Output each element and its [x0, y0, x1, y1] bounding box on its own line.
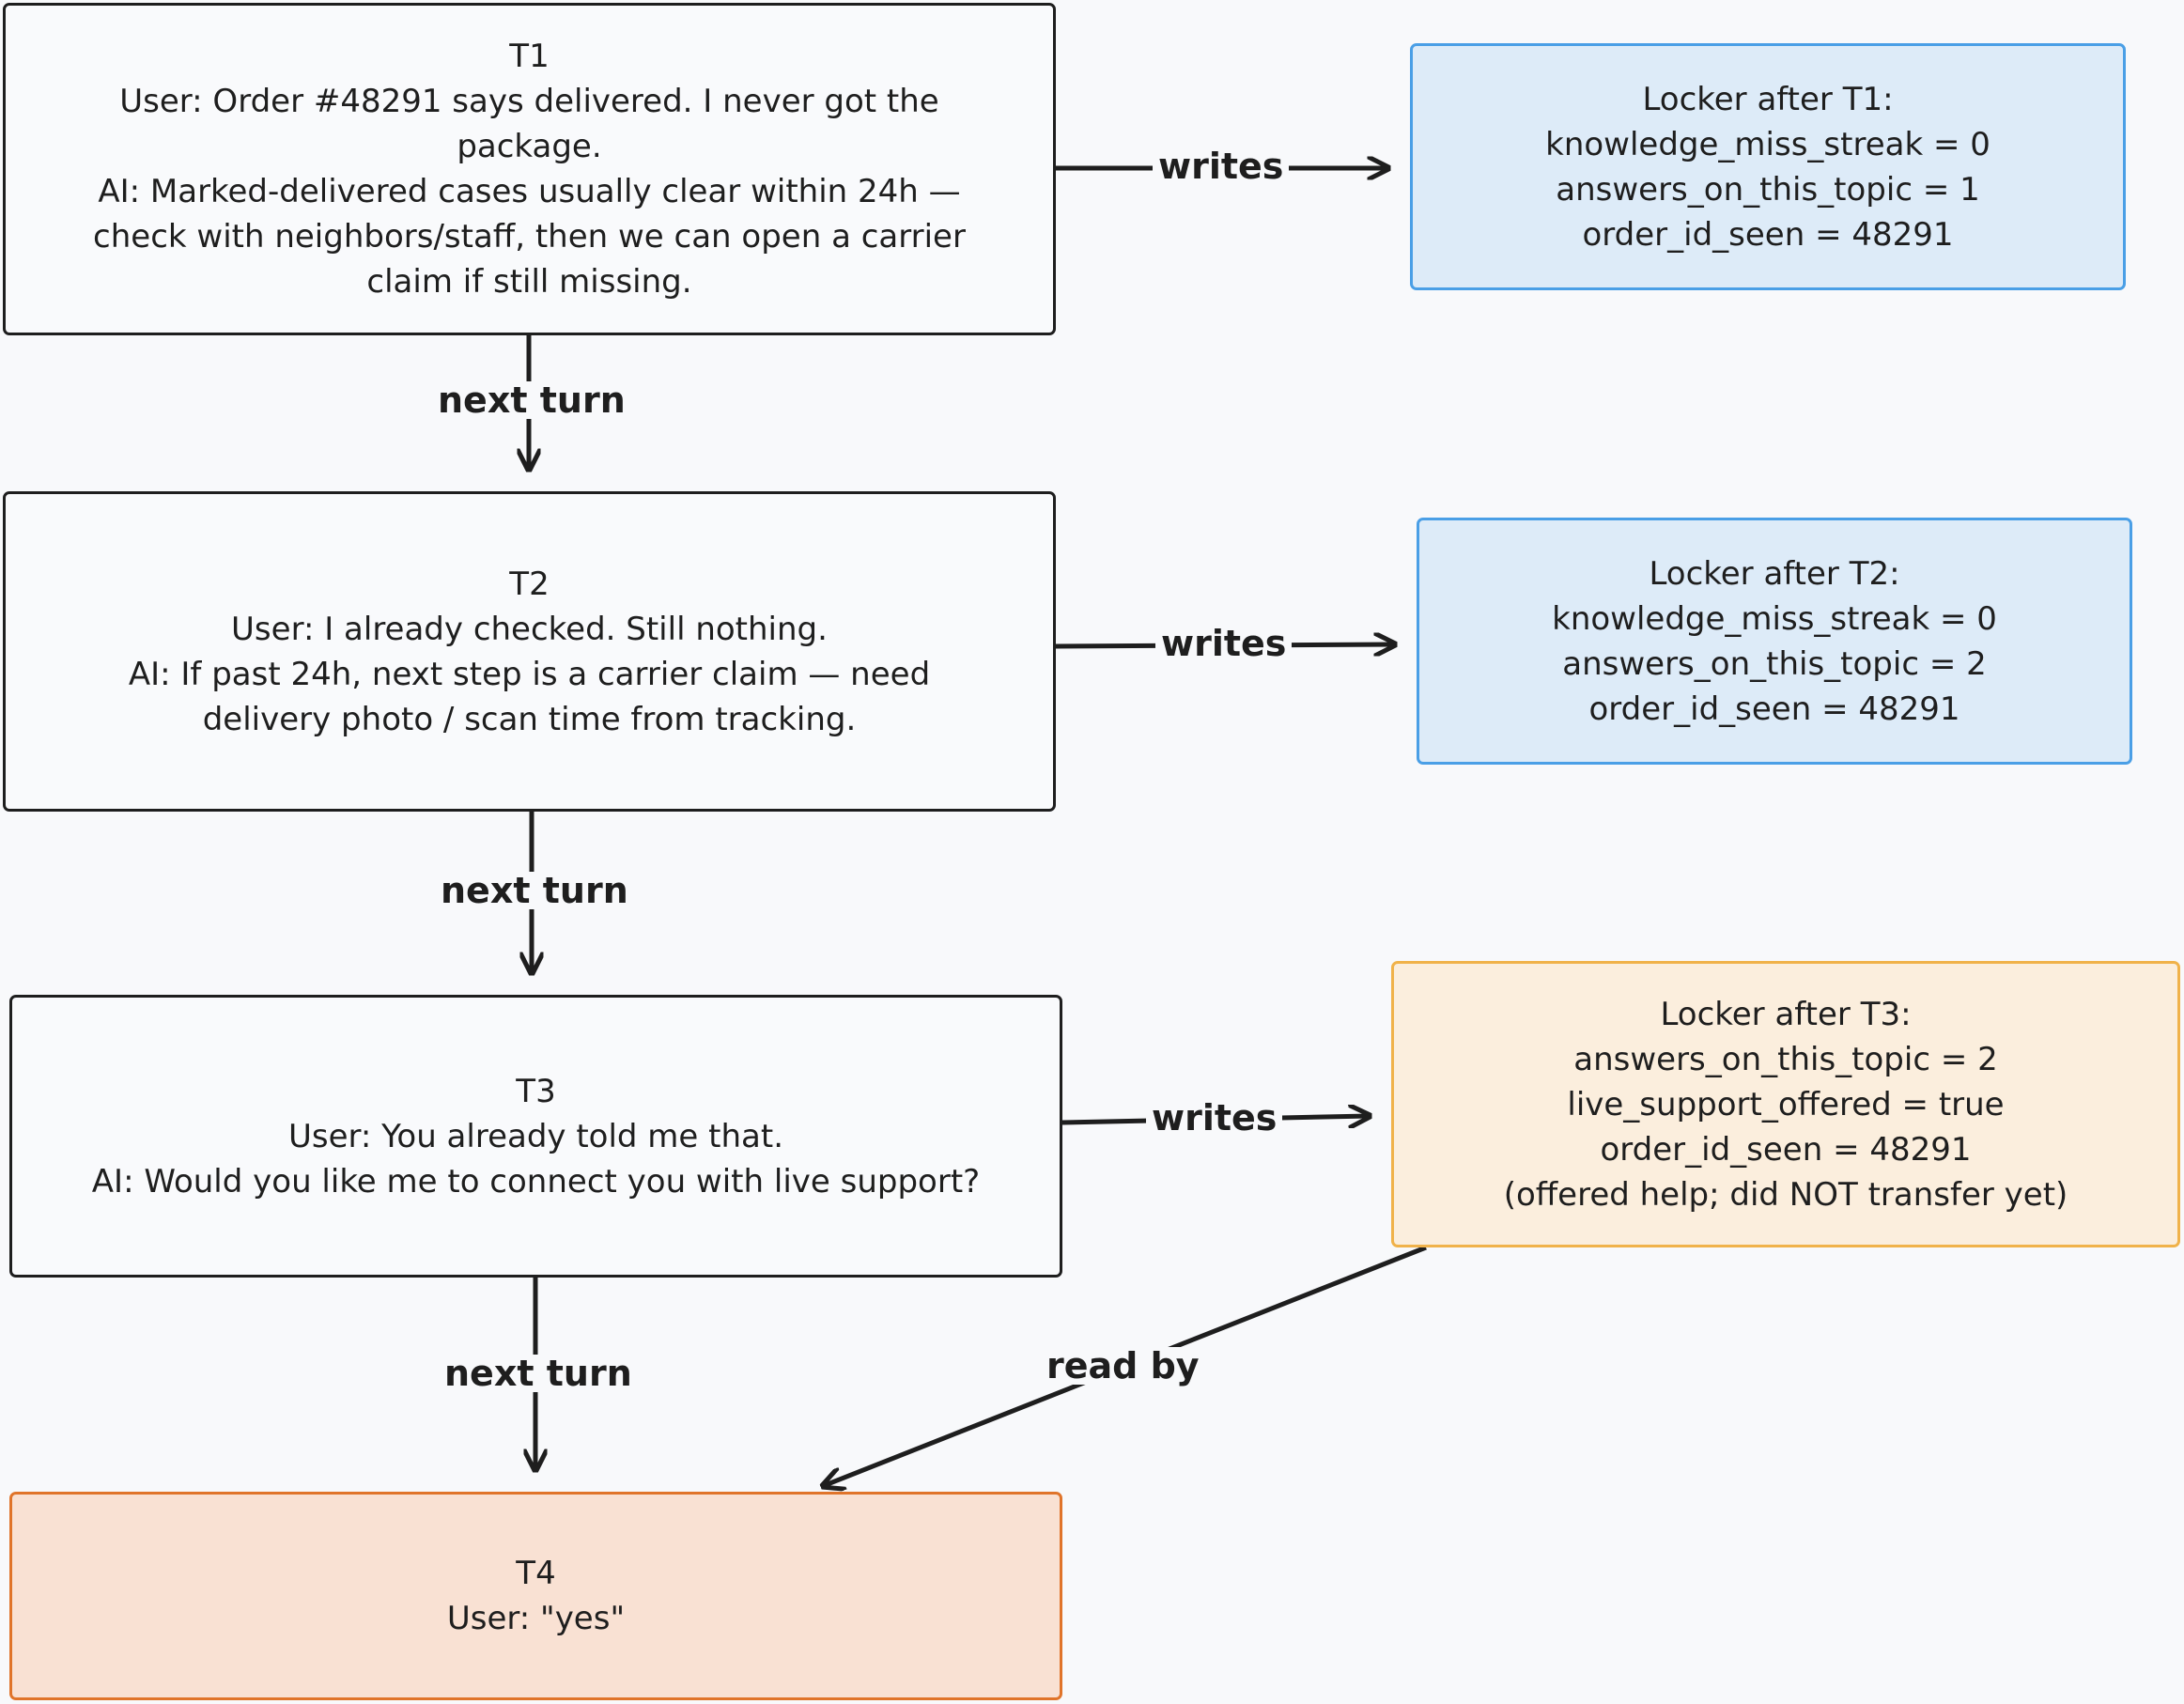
locker-t2-line-2: knowledge_miss_streak = 0 — [1552, 599, 1997, 638]
locker-t2-line-3: answers_on_this_topic = 2 — [1562, 644, 1987, 683]
turn-t1-line-3: package. — [457, 128, 602, 165]
next-turn-label-3: next turn — [439, 1355, 638, 1392]
locker-t2-line-1: Locker after T2: — [1649, 554, 1900, 593]
locker-t3-line-3: live_support_offered = true — [1567, 1085, 2005, 1123]
turn-t1-line-1: T1 — [509, 38, 550, 75]
turn-t2-line-4: delivery photo / scan time from tracking… — [202, 700, 857, 738]
read-by-label: read by — [1041, 1347, 1205, 1385]
next-turn-label-1: next turn — [432, 381, 631, 419]
turn-t3-line-2: User: You already told me that. — [287, 1117, 784, 1155]
locker-t1-line-3: answers_on_this_topic = 1 — [1556, 170, 1980, 209]
locker-box-t1: Locker after T1: knowledge_miss_streak =… — [1410, 43, 2126, 290]
locker-t1-line-4: order_id_seen = 48291 — [1582, 215, 1954, 254]
locker-box-t2: Locker after T2: knowledge_miss_streak =… — [1417, 518, 2132, 765]
locker-t1-line-1: Locker after T1: — [1642, 80, 1894, 118]
locker-t2-line-4: order_id_seen = 48291 — [1588, 689, 1960, 728]
turn-t4-line-1: T4 — [516, 1555, 556, 1592]
turn-t3-line-3: AI: Would you like me to connect you wit… — [91, 1162, 981, 1201]
turn-t1-line-2: User: Order #48291 says delivered. I nev… — [119, 83, 939, 120]
turn-box-t2: T2 User: I already checked. Still nothin… — [3, 491, 1056, 812]
locker-box-t3: Locker after T3: answers_on_this_topic =… — [1391, 961, 2180, 1247]
turn-t2-line-1: T2 — [509, 565, 550, 603]
turn-t2-line-3: AI: If past 24h, next step is a carrier … — [128, 655, 931, 693]
locker-t3-line-4: order_id_seen = 48291 — [1600, 1130, 1972, 1169]
locker-t3-line-2: answers_on_this_topic = 2 — [1573, 1040, 1998, 1078]
turn-t4-line-2: User: "yes" — [446, 1600, 626, 1637]
turn-t1-line-6: claim if still missing. — [366, 263, 692, 301]
turn-box-t3: T3 User: You already told me that. AI: W… — [9, 995, 1062, 1278]
turn-box-t4: T4 User: "yes" — [9, 1492, 1062, 1700]
writes-label-t1: writes — [1153, 147, 1290, 185]
locker-t3-line-5: (offered help; did NOT transfer yet) — [1503, 1175, 2068, 1214]
writes-label-t3: writes — [1146, 1099, 1283, 1137]
turn-t1-line-4: AI: Marked-delivered cases usually clear… — [98, 173, 961, 210]
turn-t2-line-2: User: I already checked. Still nothing. — [231, 610, 828, 648]
turn-t1-line-5: check with neighbors/staff, then we can … — [93, 218, 966, 256]
next-turn-label-2: next turn — [435, 872, 634, 909]
turn-box-t1: T1 User: Order #48291 says delivered. I … — [3, 3, 1056, 335]
locker-t3-line-1: Locker after T3: — [1660, 995, 1912, 1033]
writes-label-t2: writes — [1155, 625, 1293, 662]
locker-t1-line-2: knowledge_miss_streak = 0 — [1545, 125, 1990, 163]
turn-t3-line-1: T3 — [516, 1072, 556, 1110]
